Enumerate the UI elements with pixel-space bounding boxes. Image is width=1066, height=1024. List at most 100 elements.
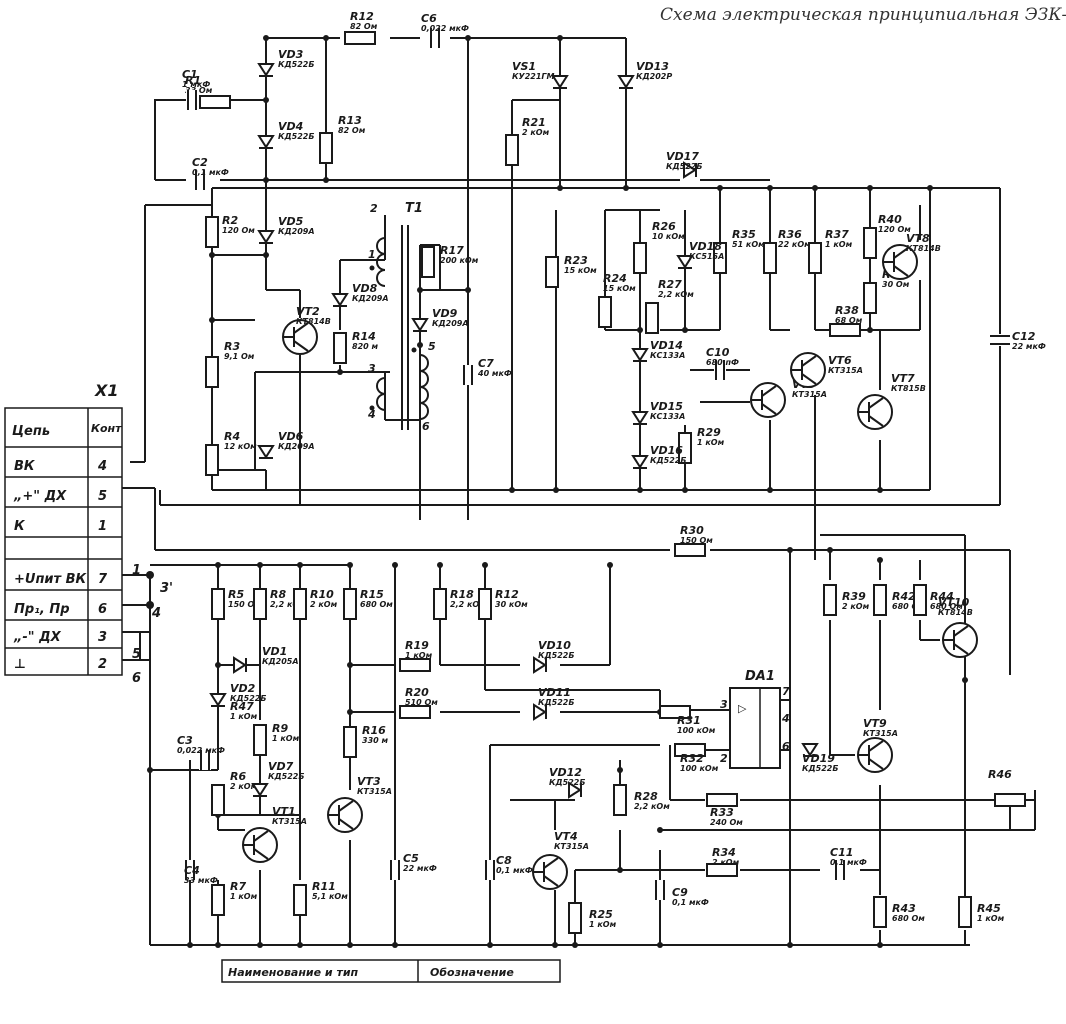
r31-ref: R31 [677,714,701,727]
r46-resistor: R46 [988,768,1026,807]
vt1-value: КТ315А [272,817,307,826]
col-circuit-header: Цепь [12,424,50,439]
connector-row-contact: 2 [98,657,107,672]
r42-ref: R42 [892,590,916,603]
connector-ref: X1 [94,381,118,400]
r15-value: 680 Ом [360,600,393,609]
r13-value: 82 Ом [338,126,366,135]
c6-ref: C6 [421,12,437,25]
vd3-ref: VD3 [278,48,304,61]
r45-value: 1 кОм [977,914,1005,923]
vd15-ref: VD15 [650,400,683,413]
vd19-value: КД522Б [802,764,838,773]
r27-ref: R27 [658,278,682,291]
r39-value: 2 кОм [842,602,870,611]
sheet-title: Схема электрическая принципиальная ЭЗК-2 [660,5,1066,25]
opamp-da1: DA1 ▷ 3 2 7 4 6 [720,669,790,769]
vd16-value: КД522Б [650,456,686,465]
connector-row: ⊥2 [14,657,107,672]
vd15-value: КС133А [650,412,685,421]
r2-value: 120 Ом [222,226,255,235]
da1-pin-6: 6 [782,740,790,753]
vd9-ref: VD9 [432,307,458,320]
pin-marks: 1 4 5 6 3' [132,563,173,686]
c5-ref: C5 [403,852,419,865]
c7-ref: C7 [478,357,494,370]
r37-ref: R37 [825,228,849,241]
vd16-ref: VD16 [650,444,683,457]
r35-ref: R35 [732,228,756,241]
vd5-ref: VD5 [278,215,304,228]
c2-ref: C2 [192,156,208,169]
vt4-value: КТ315А [554,842,589,851]
vt1-ref: VT1 [272,805,296,818]
vt4-ref: VT4 [554,830,578,843]
r20-value: 510 Ом [405,698,438,707]
r19-value: 1 кОм [405,651,433,660]
vd8-value: КД209А [352,294,389,303]
r33-ref: R33 [710,806,734,819]
c1-value: 1 мкФ [182,80,210,89]
vd11-ref: VD11 [538,686,571,699]
r16-value: 330 м [362,736,388,745]
r21-value: 2 кОм [522,128,550,137]
c3-value: 0,022 мкФ [177,746,225,755]
c7-value: 40 мкФ [477,369,512,378]
r44-ref: R44 [930,590,954,603]
r8-ref: R8 [270,588,286,601]
r19-ref: R19 [405,639,429,652]
c3-ref: C3 [177,734,193,747]
r13-ref: R13 [338,114,362,127]
r35-value: 51 кОм [732,240,765,249]
connector-row-contact: 4 [97,459,107,474]
r14-ref: R14 [352,330,376,343]
c10-value: 680 пФ [706,358,739,367]
r6-ref: R6 [230,770,246,783]
r37-value: 1 кОм [825,240,853,249]
r3-ref: R3 [224,340,240,353]
vd13-ref: VD13 [636,60,669,73]
da1-pin-7: 7 [782,685,790,698]
vd4-value: КД522Б [278,132,314,141]
vd13-value: КД202Р [636,72,672,81]
r11-ref: R11 [312,880,336,893]
da1-pin-3: 3 [720,698,728,711]
vd11-value: КД522Б [538,698,574,707]
pin-mark-4: 4 [151,606,161,621]
r38-value: 68 Ом [835,316,863,325]
c5-value: 22 мкФ [403,864,437,873]
r28-value: 2,2 кОм [634,802,670,811]
vd8-ref: VD8 [352,282,378,295]
r22-value: 30 кОм [495,600,528,609]
r34-ref: R34 [712,846,736,859]
vd7-ref: VD7 [268,760,294,773]
c9-ref: C9 [672,886,688,899]
t1-pin-6: 6 [422,420,430,433]
r8-value: 2,2 кОм [270,600,306,609]
vd10-value: КД522Б [538,651,574,660]
